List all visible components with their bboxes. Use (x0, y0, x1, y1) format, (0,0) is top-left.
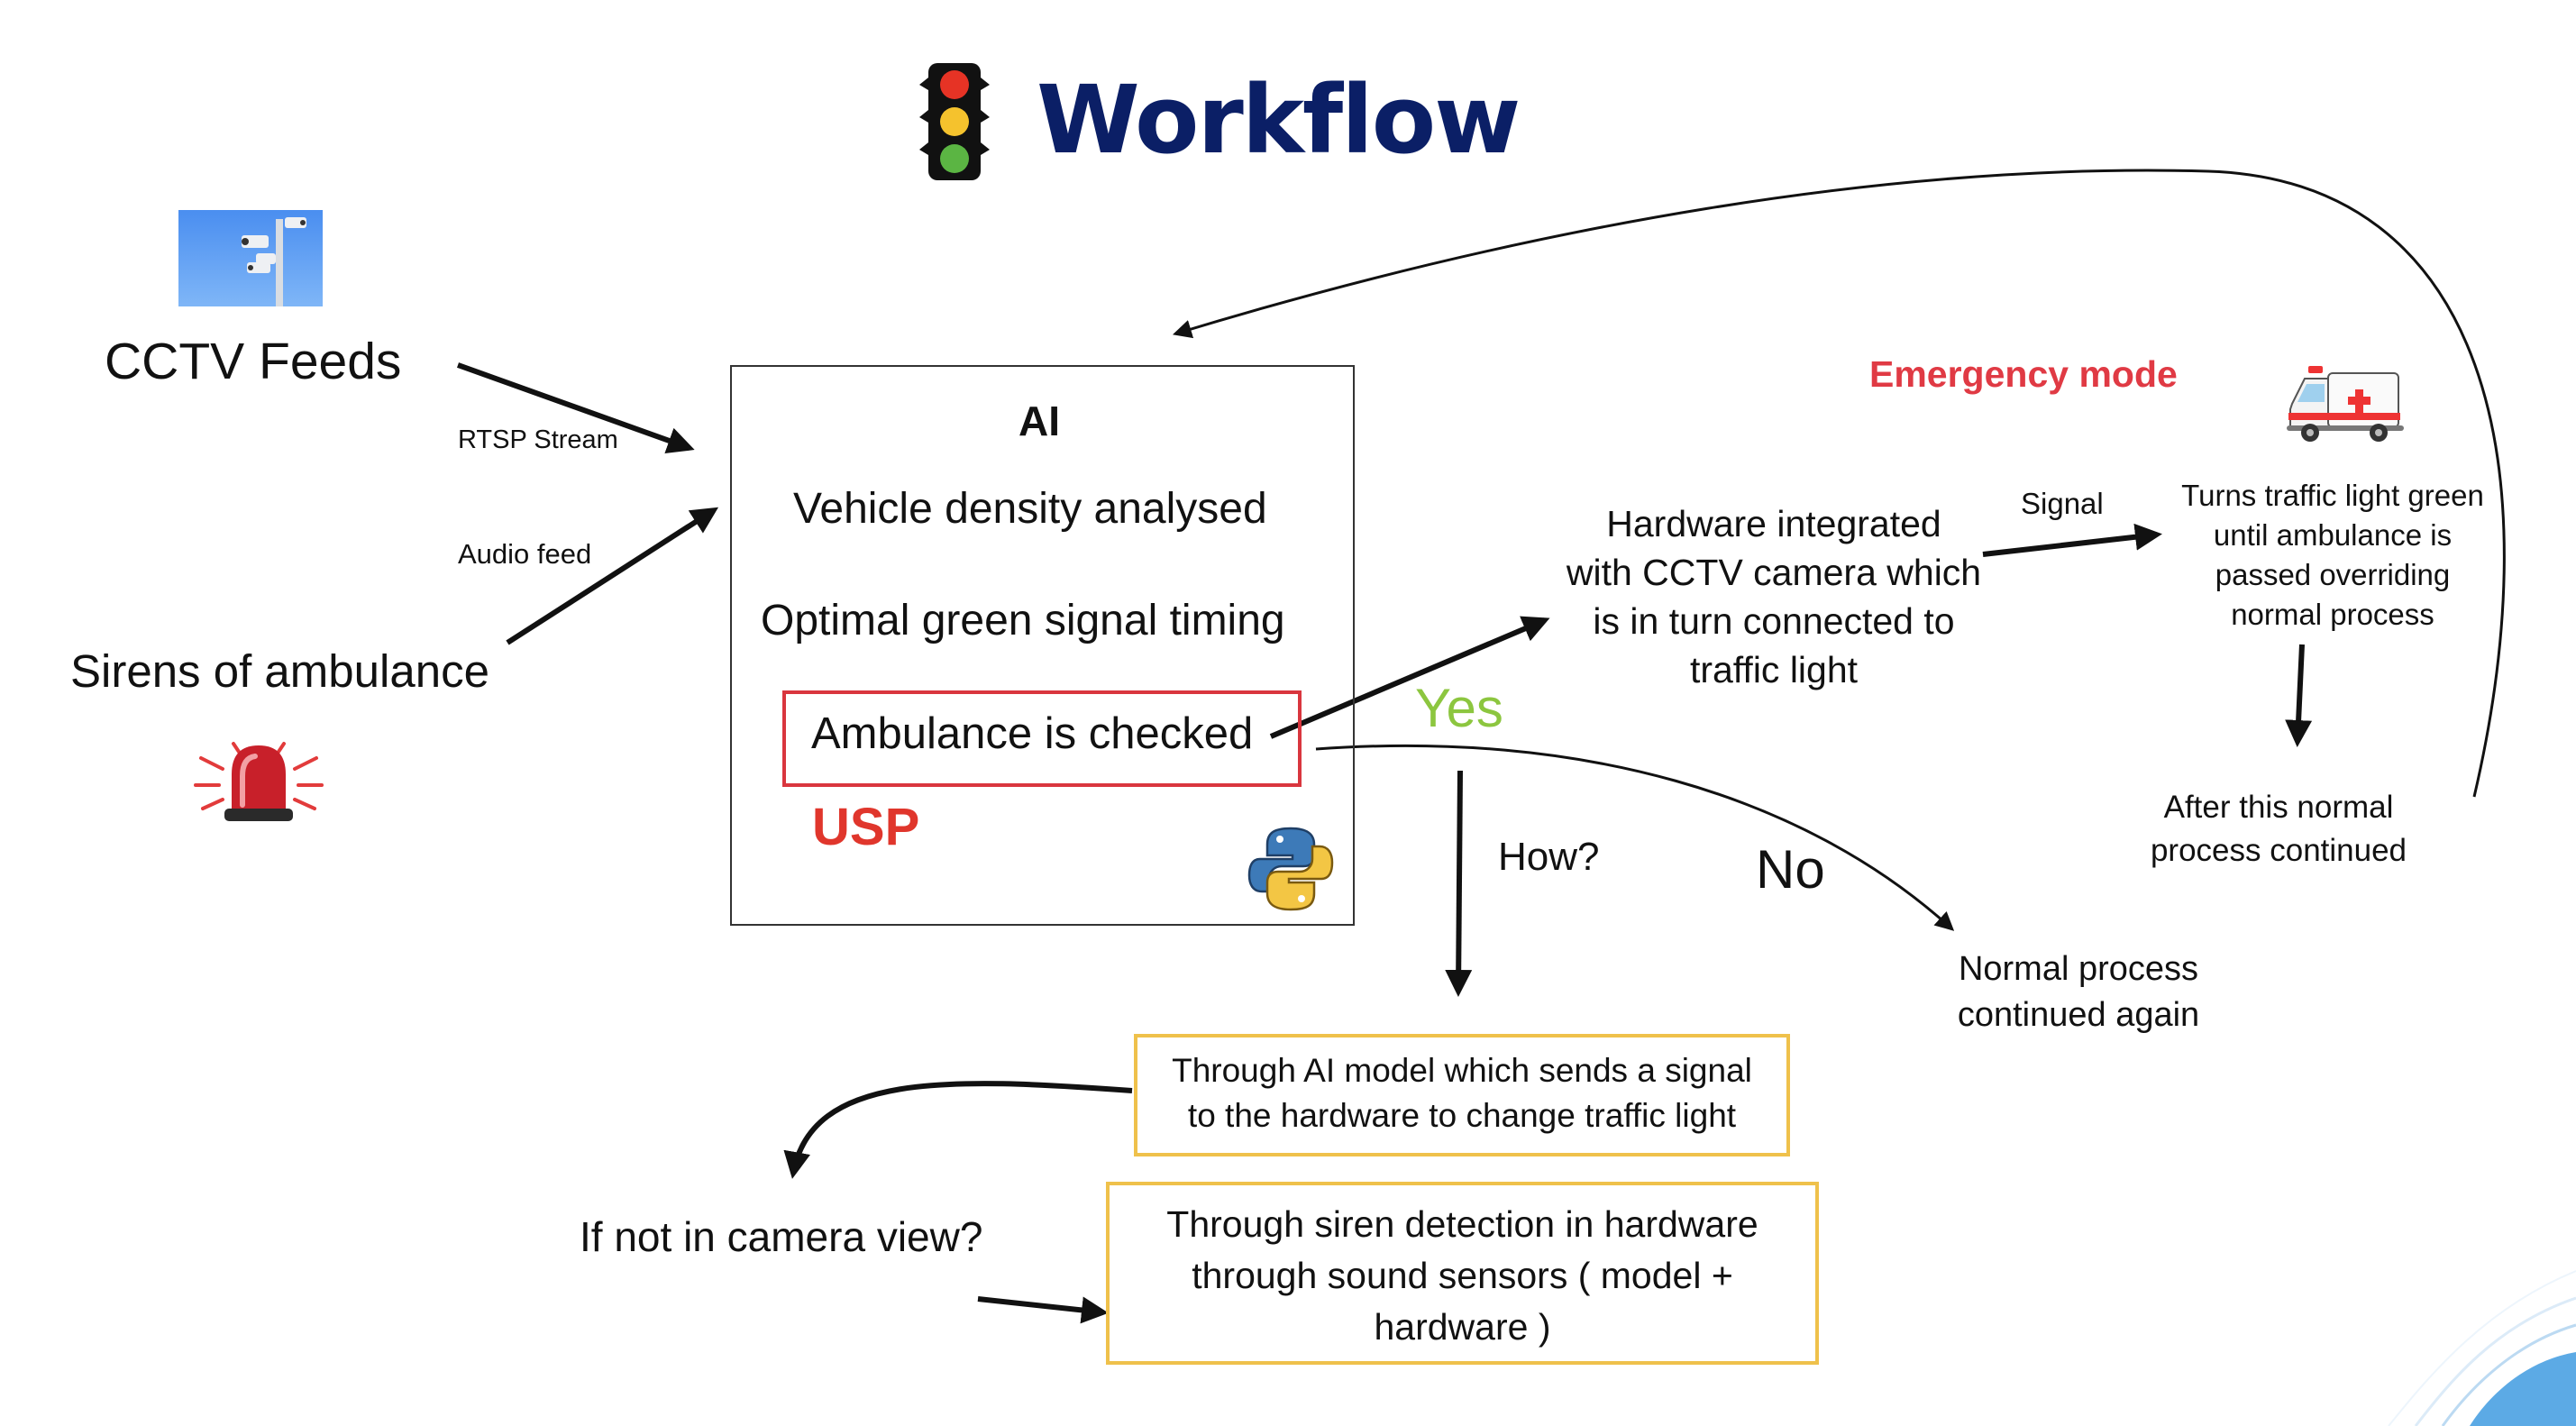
turns-green-line: Turns traffic light green (2181, 479, 2484, 512)
decorative-wave-corner (2388, 1270, 2576, 1426)
ai-model-signal-box (1134, 1034, 1790, 1156)
turns-green-line: passed overriding (2215, 558, 2451, 591)
audio-feed-label: Audio feed (458, 538, 592, 570)
usp-highlight-box (782, 690, 1302, 787)
arrow-turns-green-down (2285, 644, 2313, 747)
normal-again-line: Normal process (1958, 950, 2199, 988)
cctv-feeds-label: CCTV Feeds (105, 333, 402, 390)
arrow-loop-back (1172, 169, 2506, 798)
normal-again-text: Normal process continued again (1916, 946, 2241, 1038)
hardware-line: is in turn connected to (1593, 600, 1955, 642)
siren-detection-line: through sound sensors ( model + (1192, 1255, 1733, 1296)
traffic-light-icon (919, 63, 990, 180)
rtsp-stream-label: RTSP Stream (458, 425, 618, 454)
siren-detection-text: Through siren detection in hardware thro… (1106, 1199, 1819, 1353)
normal-again-line: continued again (1957, 996, 2200, 1034)
sirens-label: Sirens of ambulance (70, 645, 489, 697)
arrow-ai-to-hardware (1269, 616, 1550, 739)
signal-label: Signal (2021, 487, 2104, 520)
page-title: Workflow (1037, 65, 1521, 175)
siren-icon (194, 742, 324, 821)
not-in-camera-view-label: If not in camera view? (580, 1213, 983, 1260)
python-logo-icon (1247, 827, 1334, 911)
no-label: No (1756, 839, 1825, 900)
ai-model-signal-text: Through AI model which sends a signal to… (1134, 1048, 1790, 1138)
ai-heading: AI (1019, 398, 1060, 444)
optimal-signal-text: Optimal green signal timing (761, 597, 1285, 644)
how-question: How? (1498, 835, 1600, 879)
ai-processing-box (730, 365, 1355, 926)
turns-green-text: Turns traffic light green until ambulanc… (2161, 476, 2504, 635)
ai-model-line: Through AI model which sends a signal (1172, 1052, 1752, 1089)
emergency-mode-label: Emergency mode (1869, 353, 2178, 395)
after-this-text: After this normal process continued (2107, 786, 2450, 873)
arrow-not-in-view-to-siren (977, 1296, 1109, 1324)
arrow-how-down (1445, 770, 1473, 997)
after-this-line: process continued (2150, 833, 2407, 868)
turns-green-line: until ambulance is (2213, 518, 2453, 552)
vehicle-density-text: Vehicle density analysed (793, 485, 1267, 533)
arrow-hardware-to-signal (1982, 523, 2162, 557)
hardware-integrated-text: Hardware integrated with CCTV camera whi… (1547, 499, 2001, 694)
ambulance-checked-text: Ambulance is checked (811, 709, 1254, 758)
siren-detection-line: Through siren detection in hardware (1166, 1203, 1758, 1245)
arrow-cctv-to-ai (456, 362, 695, 454)
arrow-audio-to-ai (506, 507, 719, 645)
ai-model-line: to the hardware to change traffic light (1187, 1097, 1737, 1134)
ambulance-icon (2287, 366, 2404, 442)
siren-detection-line: hardware ) (1374, 1306, 1551, 1348)
usp-label: USP (812, 798, 920, 856)
siren-detection-box (1106, 1182, 1819, 1365)
arrow-no-path (1315, 744, 1955, 931)
hardware-line: Hardware integrated (1606, 503, 1941, 544)
hardware-line: with CCTV camera which (1566, 552, 1982, 593)
after-this-line: After this normal (2163, 790, 2394, 825)
yes-label: Yes (1415, 678, 1503, 738)
turns-green-line: normal process (2231, 598, 2434, 631)
hardware-line: traffic light (1689, 649, 1859, 690)
arrow-ai-model-to-not-in-view (783, 1081, 1133, 1179)
cctv-camera-icon (178, 210, 323, 306)
